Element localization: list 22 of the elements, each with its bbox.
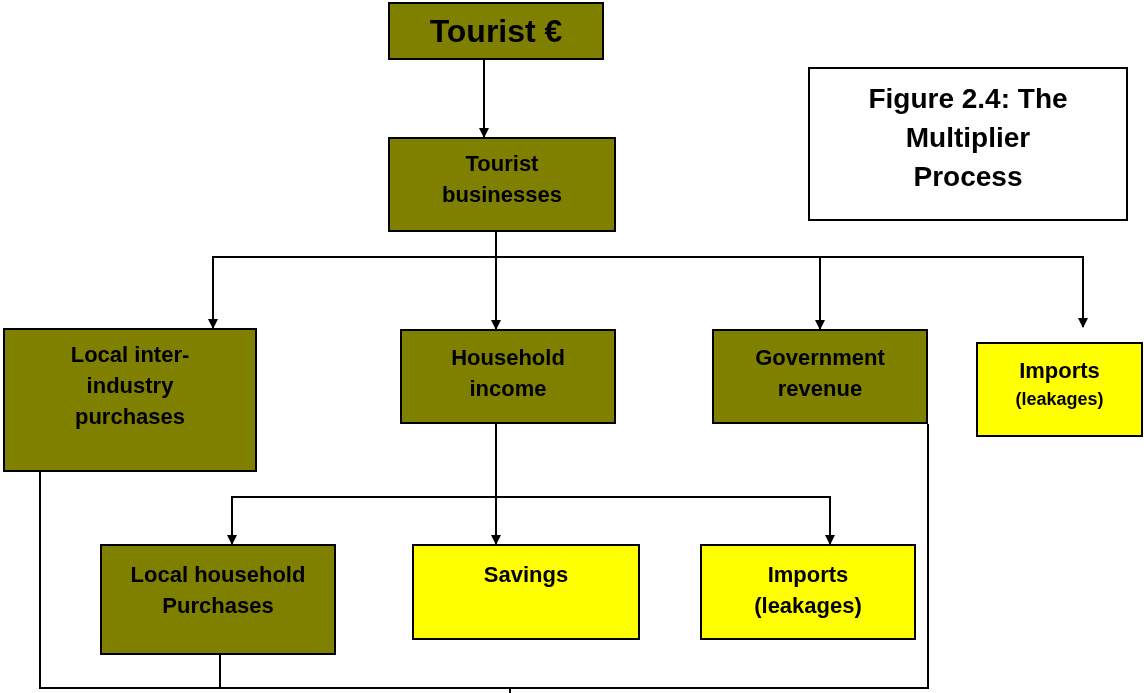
node-label: Savings	[483, 561, 569, 589]
leakage-box	[412, 544, 640, 640]
process-box	[100, 544, 336, 655]
leakage-box	[700, 544, 916, 640]
node-label: (leakages)	[1015, 387, 1104, 411]
node-label: Local inter-industry purchases	[69, 341, 191, 431]
title-box	[388, 2, 604, 60]
node-label: Government revenue	[754, 344, 886, 403]
leakage-box	[976, 342, 1143, 437]
process-box	[712, 329, 928, 424]
node-label: Local household Purchases	[129, 561, 307, 620]
figure-title-box	[808, 67, 1128, 221]
process-box	[388, 137, 616, 232]
node-label: Imports (leakages)	[753, 561, 863, 620]
node-label: Figure 2.4: The Multiplier Process	[867, 82, 1069, 195]
node-label: Imports	[1019, 357, 1100, 385]
arrow	[479, 59, 489, 138]
node-label: Tourist €	[429, 11, 563, 51]
process-box	[3, 328, 257, 472]
process-box	[400, 329, 616, 424]
node-label: Household income	[450, 344, 566, 403]
node-label: Tourist businesses	[441, 150, 563, 209]
